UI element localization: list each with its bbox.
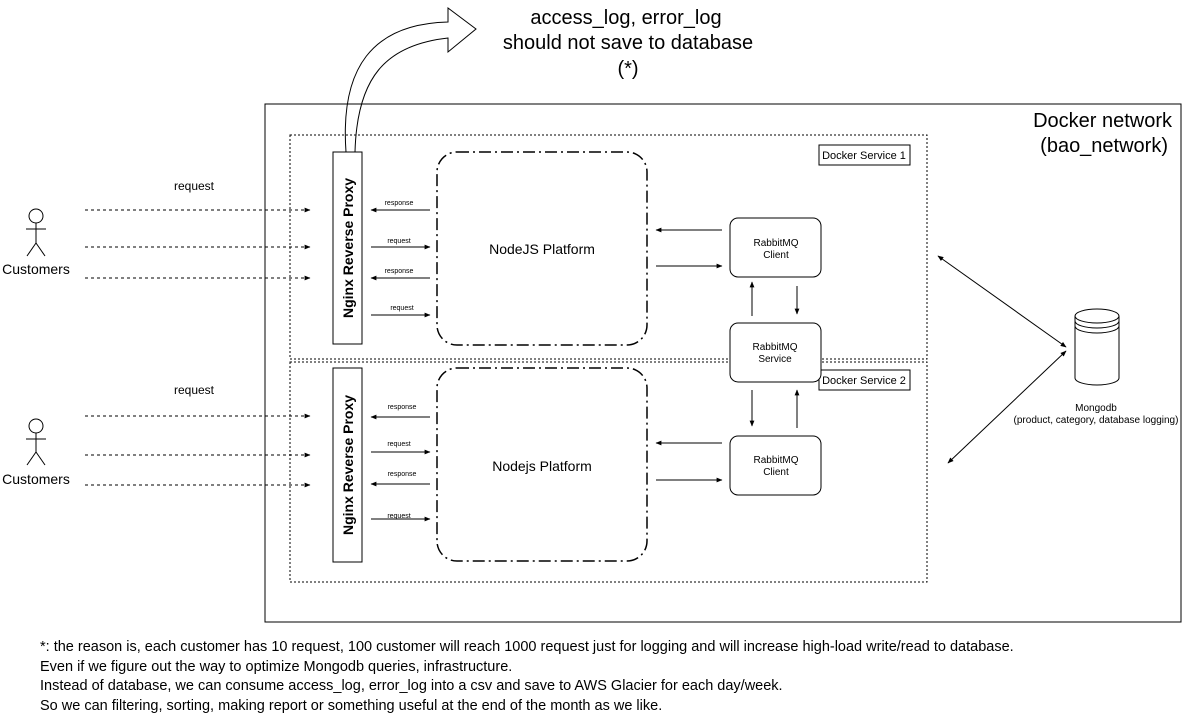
edge-label: request — [387, 513, 410, 520]
rabbitmq-client-2-line-1: RabbitMQ — [753, 455, 798, 466]
footnote-line: So we can filtering, sorting, making rep… — [40, 697, 1170, 716]
docker-service-1-label: Docker Service 1 — [822, 150, 906, 162]
mongodb-database-icon — [1075, 309, 1119, 385]
edge-label: response — [385, 200, 414, 207]
edge-label: response — [385, 268, 414, 275]
rabbitmq-service-line-1: RabbitMQ — [752, 342, 797, 353]
rabbitmq-client-1-line-1: RabbitMQ — [753, 238, 798, 249]
edge-label: request — [387, 441, 410, 448]
docker-network-box — [265, 104, 1181, 622]
mongodb-connection-arrow — [948, 351, 1066, 463]
nginx-proxy-1-label: Nginx Reverse Proxy — [340, 178, 356, 318]
callout-line-1: access_log, error_log — [530, 7, 721, 29]
edge-label: response — [388, 404, 417, 411]
edge-label: response — [388, 471, 417, 478]
rabbitmq-client-2-line-2: Client — [763, 467, 789, 478]
mongodb-connection-arrow — [938, 256, 1066, 347]
customers-label-1: Customers — [2, 261, 70, 277]
request-label-1: request — [174, 179, 215, 193]
mongodb-description: (product, category, database logging) — [1014, 415, 1179, 426]
mongodb-name: Mongodb — [1075, 403, 1117, 414]
edge-label: request — [387, 238, 410, 245]
customer-actor-2 — [26, 419, 46, 465]
edge-label: request — [390, 305, 413, 312]
footnotes: *: the reason is, each customer has 10 r… — [40, 638, 1170, 716]
nodejs-platform-2-label: Nodejs Platform — [492, 458, 592, 474]
callout-line-3: (*) — [617, 58, 638, 80]
rabbitmq-service-line-2: Service — [758, 354, 792, 365]
footnote-line: Even if we figure out the way to optimiz… — [40, 658, 1170, 678]
customers-label-2: Customers — [2, 471, 70, 487]
footnote-line: Instead of database, we can consume acce… — [40, 677, 1170, 697]
callout-line-2: should not save to database — [503, 32, 753, 54]
nginx-proxy-2-label: Nginx Reverse Proxy — [340, 395, 356, 535]
request-label-2: request — [174, 383, 215, 397]
docker-service-2-box — [290, 362, 927, 582]
nodejs-platform-label: NodeJS Platform — [489, 241, 595, 257]
docker-network-subtitle: (bao_network) — [1040, 135, 1168, 157]
footnote-line: *: the reason is, each customer has 10 r… — [40, 638, 1170, 658]
callout-curved-arrow — [345, 8, 476, 152]
docker-network-title: Docker network — [1033, 110, 1173, 132]
rabbitmq-client-1-line-2: Client — [763, 250, 789, 261]
customer-actor-1 — [26, 209, 46, 256]
docker-service-2-label: Docker Service 2 — [822, 375, 906, 387]
